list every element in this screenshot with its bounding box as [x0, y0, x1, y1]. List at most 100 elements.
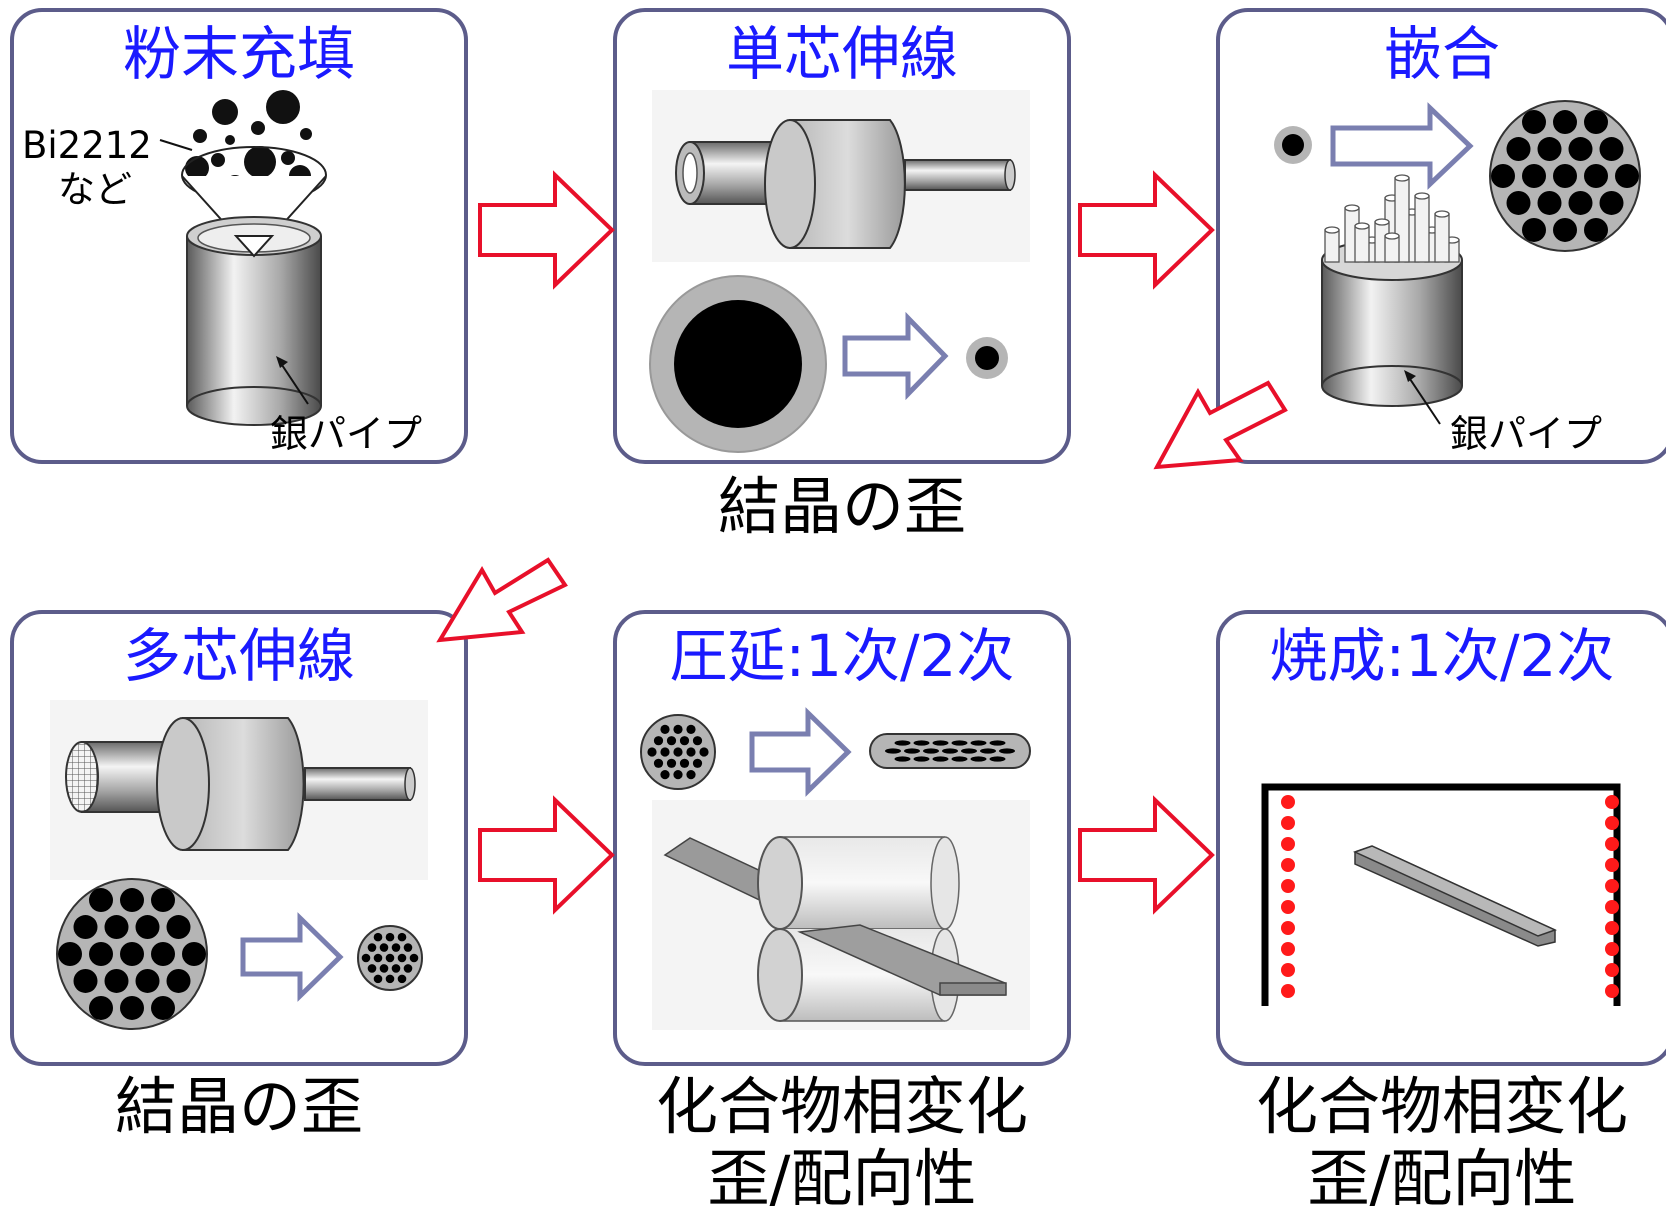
filament [104, 968, 129, 993]
step-title: 嵌合 [1384, 20, 1500, 88]
filament-rod [1384, 235, 1400, 263]
flattened-filament [894, 756, 911, 762]
filament [397, 932, 407, 942]
flattened-filament [970, 740, 987, 746]
filament [1491, 164, 1515, 188]
filament [373, 932, 383, 942]
step-caption-line-1: 化合物相変化 [1256, 1070, 1628, 1143]
flow-arrow-icon [1330, 102, 1474, 190]
filament [1281, 984, 1295, 998]
flow-arrow-icon [240, 912, 344, 1002]
step-title: 単芯伸線 [726, 20, 958, 88]
filament [1568, 190, 1593, 215]
flattened-filament [904, 748, 920, 754]
filament [379, 964, 389, 973]
filament [373, 974, 383, 984]
flattened-filament [980, 748, 996, 754]
silver-pipe-label: 銀パイプ [1450, 412, 1602, 456]
drawing-die-icon [50, 700, 428, 880]
cross-section-reduction-icon [649, 275, 1008, 453]
filament [1281, 921, 1295, 935]
step-caption-line-2: 歪/配向性 [1308, 1142, 1577, 1215]
filament [1281, 795, 1295, 809]
bundle-icon [1321, 174, 1463, 425]
filament [409, 953, 419, 963]
filament [1615, 164, 1639, 188]
filament [1537, 137, 1562, 162]
filament [385, 974, 395, 984]
filament [666, 758, 677, 768]
filament [1605, 795, 1619, 809]
filament-rod-top [1374, 218, 1390, 226]
filament [151, 995, 175, 1020]
heater-dots-right [1605, 795, 1619, 998]
step-panel-multi-core-drawing: 多芯伸線 [10, 610, 468, 1066]
step-panel-bundling: 嵌合 銀パイプ [1216, 8, 1666, 464]
filament [679, 736, 690, 746]
flattened-filament [913, 740, 930, 746]
flattened-filament [989, 740, 1006, 746]
filament [692, 736, 703, 746]
flow-arrows [436, 170, 1288, 915]
filament [1584, 164, 1608, 188]
filament [1281, 942, 1295, 956]
filament-rod [1324, 229, 1340, 263]
material-label-suffix: など [58, 168, 132, 211]
filament [1522, 164, 1546, 188]
filament [1568, 137, 1593, 162]
material-label: Bi2212 [22, 124, 152, 167]
filament [73, 915, 98, 940]
flow-arrow-icon [842, 311, 949, 401]
filament [367, 943, 377, 952]
heater-dots-left [1281, 795, 1295, 998]
filament [1537, 190, 1562, 215]
filament [1599, 137, 1624, 162]
flow-arrow-icon [1078, 170, 1215, 290]
filament [120, 995, 144, 1020]
filament [385, 953, 395, 963]
powder-funnel-icon [181, 90, 327, 258]
step-title: 粉末充填 [123, 20, 355, 88]
flow-arrow-icon [478, 795, 615, 915]
filament [1605, 900, 1619, 914]
flattened-filament [913, 756, 930, 762]
flattened-filament [885, 748, 901, 754]
filament [666, 736, 677, 746]
filament [1605, 963, 1619, 977]
filament [58, 942, 82, 966]
flattened-filament [951, 756, 968, 762]
filament [660, 747, 670, 757]
flattened-filament [951, 740, 968, 746]
step-panel-rolling: 圧延:1次/2次 [613, 610, 1071, 1066]
filament [679, 758, 690, 768]
filament [120, 888, 144, 913]
step-title: 焼成:1次/2次 [1270, 622, 1615, 690]
flattened-filament [989, 756, 1006, 762]
filament-rod-top [1324, 226, 1340, 234]
filament [182, 942, 206, 966]
filament [1605, 879, 1619, 893]
flattened-filament [923, 748, 939, 754]
flow-arrow-icon [1078, 795, 1215, 915]
flattened-filament [999, 748, 1015, 754]
filament [120, 942, 144, 966]
drawing-die-icon [652, 90, 1030, 262]
filament [397, 974, 407, 984]
filament [166, 915, 191, 940]
flow-arrow-icon [478, 170, 615, 290]
filament [1506, 137, 1531, 162]
filament [135, 915, 160, 940]
filament [403, 964, 413, 973]
filament [1605, 858, 1619, 872]
step-caption: 結晶の歪 [718, 470, 966, 543]
filament [1599, 190, 1624, 215]
filament [673, 770, 683, 780]
filament [1281, 900, 1295, 914]
filament [89, 888, 113, 913]
filament [1553, 164, 1577, 188]
filament-rod-top [1394, 174, 1410, 182]
filament [1281, 879, 1295, 893]
filament [673, 747, 683, 757]
filament [73, 968, 98, 993]
